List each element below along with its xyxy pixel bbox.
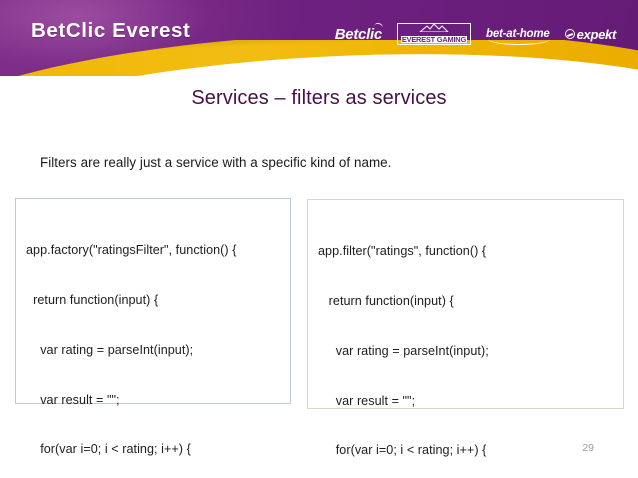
everest-gaming-logo: EVEREST GAMING	[396, 23, 471, 45]
betclic-logo: Betclic	[334, 21, 384, 43]
expekt-circle-icon	[564, 29, 575, 39]
bet-at-home-logo: bet-at-home	[486, 28, 550, 45]
bet-at-home-logo-text: bet-at-home	[486, 28, 550, 40]
partner-logos: Betclic EVEREST GAMING bet-at-home expek…	[334, 21, 617, 46]
everest-gaming-logo-text: EVEREST GAMING	[400, 34, 467, 44]
code-line: for(var i=0; i < rating; i++) {	[318, 443, 487, 458]
betclic-logo-text: Betclic	[334, 25, 382, 43]
page-number: 29	[582, 442, 594, 454]
code-line: app.filter("ratings", function() {	[318, 244, 487, 259]
brand-title: BetClic Everest	[31, 19, 191, 42]
expekt-logo: expekt	[564, 26, 617, 42]
slide-title: Services – filters as services	[191, 87, 447, 109]
code-line: return function(input) {	[26, 292, 159, 307]
code-block-filter: app.filter("ratings", function() { retur…	[307, 199, 624, 457]
code-line: var rating = parseInt(input);	[26, 342, 194, 357]
code-line: app.factory("ratingsFilter", function() …	[26, 243, 237, 258]
code-block-factory: app.factory("ratingsFilter", function() …	[15, 198, 291, 456]
mountain-icon	[419, 24, 449, 32]
header-banner: BetClic Everest Betclic EVEREST GAMING b…	[0, 0, 638, 76]
betclic-swoosh-icon	[373, 21, 384, 29]
code-line: var result = "";	[26, 392, 120, 407]
code-line: for(var i=0; i < rating; i++) {	[26, 442, 191, 457]
bet-at-home-swoosh-icon	[488, 38, 550, 45]
code-line: var result = "";	[318, 393, 416, 408]
expekt-logo-text: expekt	[576, 26, 617, 42]
slide-subtitle: Filters are really just a service with a…	[40, 155, 392, 170]
code-line: return function(input) {	[318, 293, 454, 308]
code-line: var rating = parseInt(input);	[318, 343, 489, 358]
